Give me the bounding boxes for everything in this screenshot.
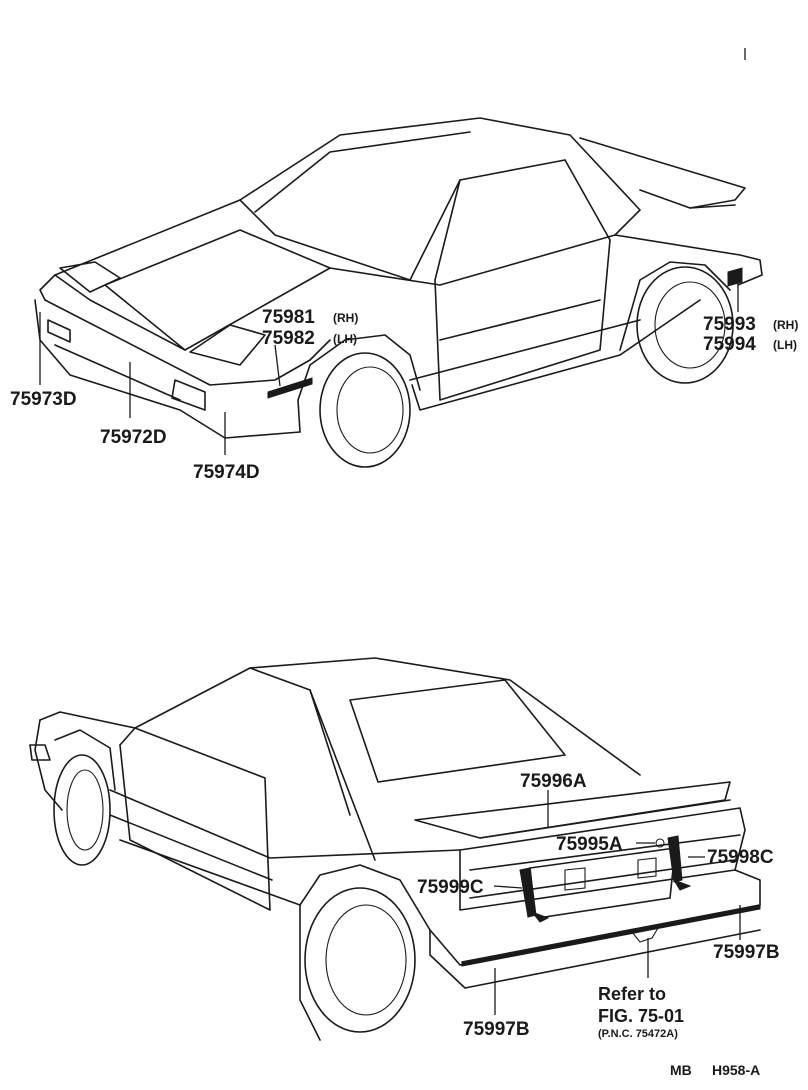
reference-note-line2: FIG. 75-01 bbox=[598, 1006, 684, 1026]
callout-75993: 75993 bbox=[703, 314, 756, 335]
drawing-model-code: MB bbox=[670, 1062, 692, 1078]
part-labels: 75981 (RH) 75982 (LH) 75993 (RH) 75994 (… bbox=[10, 307, 798, 1078]
callout-75973d: 75973D bbox=[10, 389, 77, 410]
callout-75998c: 75998C bbox=[707, 847, 774, 868]
callout-75974d: 75974D bbox=[193, 462, 260, 483]
front-car-illustration bbox=[34, 117, 763, 468]
callout-75999c: 75999C bbox=[417, 877, 484, 898]
callout-75982-side: (LH) bbox=[333, 332, 357, 346]
callout-75972d: 75972D bbox=[100, 427, 167, 448]
callout-75993-side: (RH) bbox=[773, 318, 798, 332]
callout-75996a: 75996A bbox=[520, 771, 587, 792]
rear-leader-lines bbox=[493, 790, 741, 1015]
callout-75995a: 75995A bbox=[556, 834, 623, 855]
callout-75997b-right: 75997B bbox=[713, 942, 780, 963]
reference-note-line1: Refer to bbox=[598, 984, 666, 1004]
reference-note-line3: (P.N.C. 75472A) bbox=[598, 1028, 678, 1040]
callout-75981: 75981 bbox=[262, 307, 315, 328]
drawing-figure-code: H958-A bbox=[712, 1062, 760, 1078]
callout-75982: 75982 bbox=[262, 328, 315, 349]
callout-75994-side: (LH) bbox=[773, 338, 797, 352]
callout-75997b-left: 75997B bbox=[463, 1019, 530, 1040]
callout-75981-side: (RH) bbox=[333, 311, 358, 325]
front-leader-lines bbox=[39, 48, 746, 455]
rear-car-illustration bbox=[29, 657, 761, 1041]
callout-75994: 75994 bbox=[703, 334, 756, 355]
